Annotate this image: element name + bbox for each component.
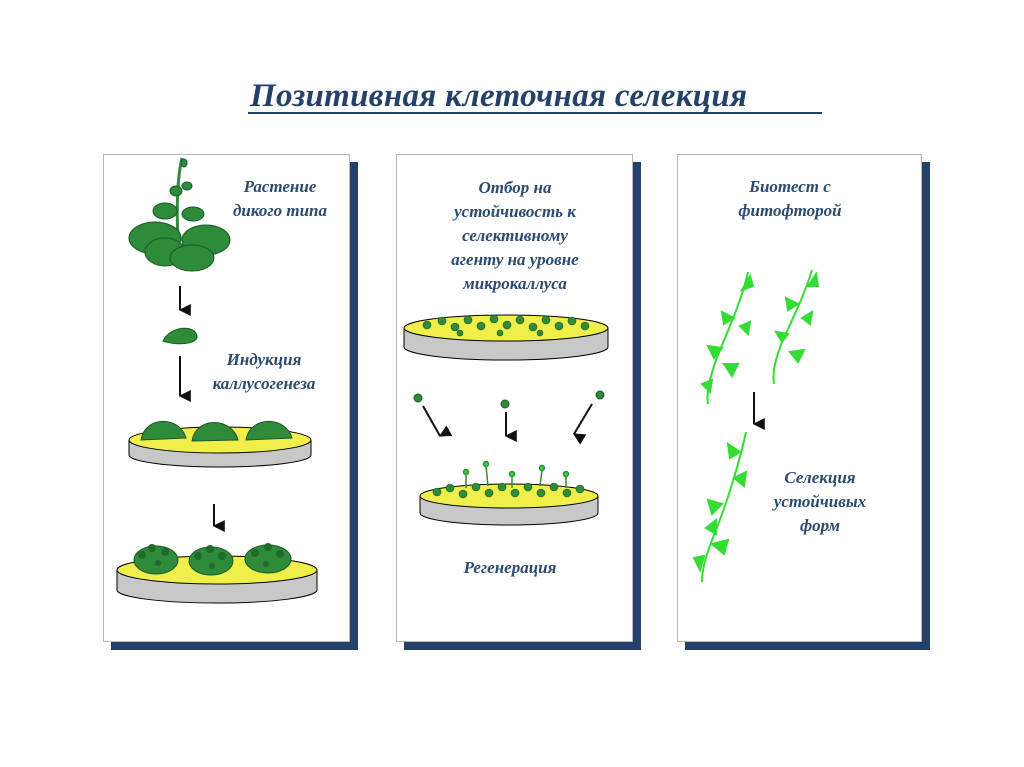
- label-selection-text: Отбор на устойчивость к селективному аге…: [420, 176, 610, 296]
- petri-dish-2: [117, 543, 317, 603]
- label-resistant-selection: Селекция устойчивых форм: [750, 466, 890, 538]
- petri-dish-3: [404, 315, 608, 360]
- label-regeneration: Регенерация: [440, 556, 580, 580]
- arrow-4: [423, 406, 440, 436]
- label-biotest: Биотест с фитофторой: [705, 175, 875, 223]
- selected-microcallus: [414, 391, 604, 408]
- label-callus-induction-text: Индукция каллусогенеза: [186, 348, 342, 396]
- label-wild-type: Растение дикого типа: [210, 175, 350, 223]
- label-resistant-selection-text: Селекция устойчивых форм: [750, 466, 890, 538]
- label-selection: Отбор на устойчивость к селективному аге…: [420, 176, 610, 296]
- label-regeneration-text: Регенерация: [440, 556, 580, 580]
- label-biotest-text: Биотест с фитофторой: [705, 175, 875, 223]
- petri-dish-4: [420, 462, 598, 526]
- shoot-1-icon: [702, 272, 753, 404]
- arrow-6: [574, 404, 592, 434]
- leaf-explant-icon: [163, 328, 197, 344]
- shoot-2-icon: [773, 270, 818, 384]
- label-callus-induction: Индукция каллусогенеза: [186, 348, 342, 396]
- label-wild-type-line1: Растение дикого типа: [210, 175, 350, 223]
- shoot-3-icon: [694, 432, 746, 582]
- petri-dish-1: [129, 421, 311, 467]
